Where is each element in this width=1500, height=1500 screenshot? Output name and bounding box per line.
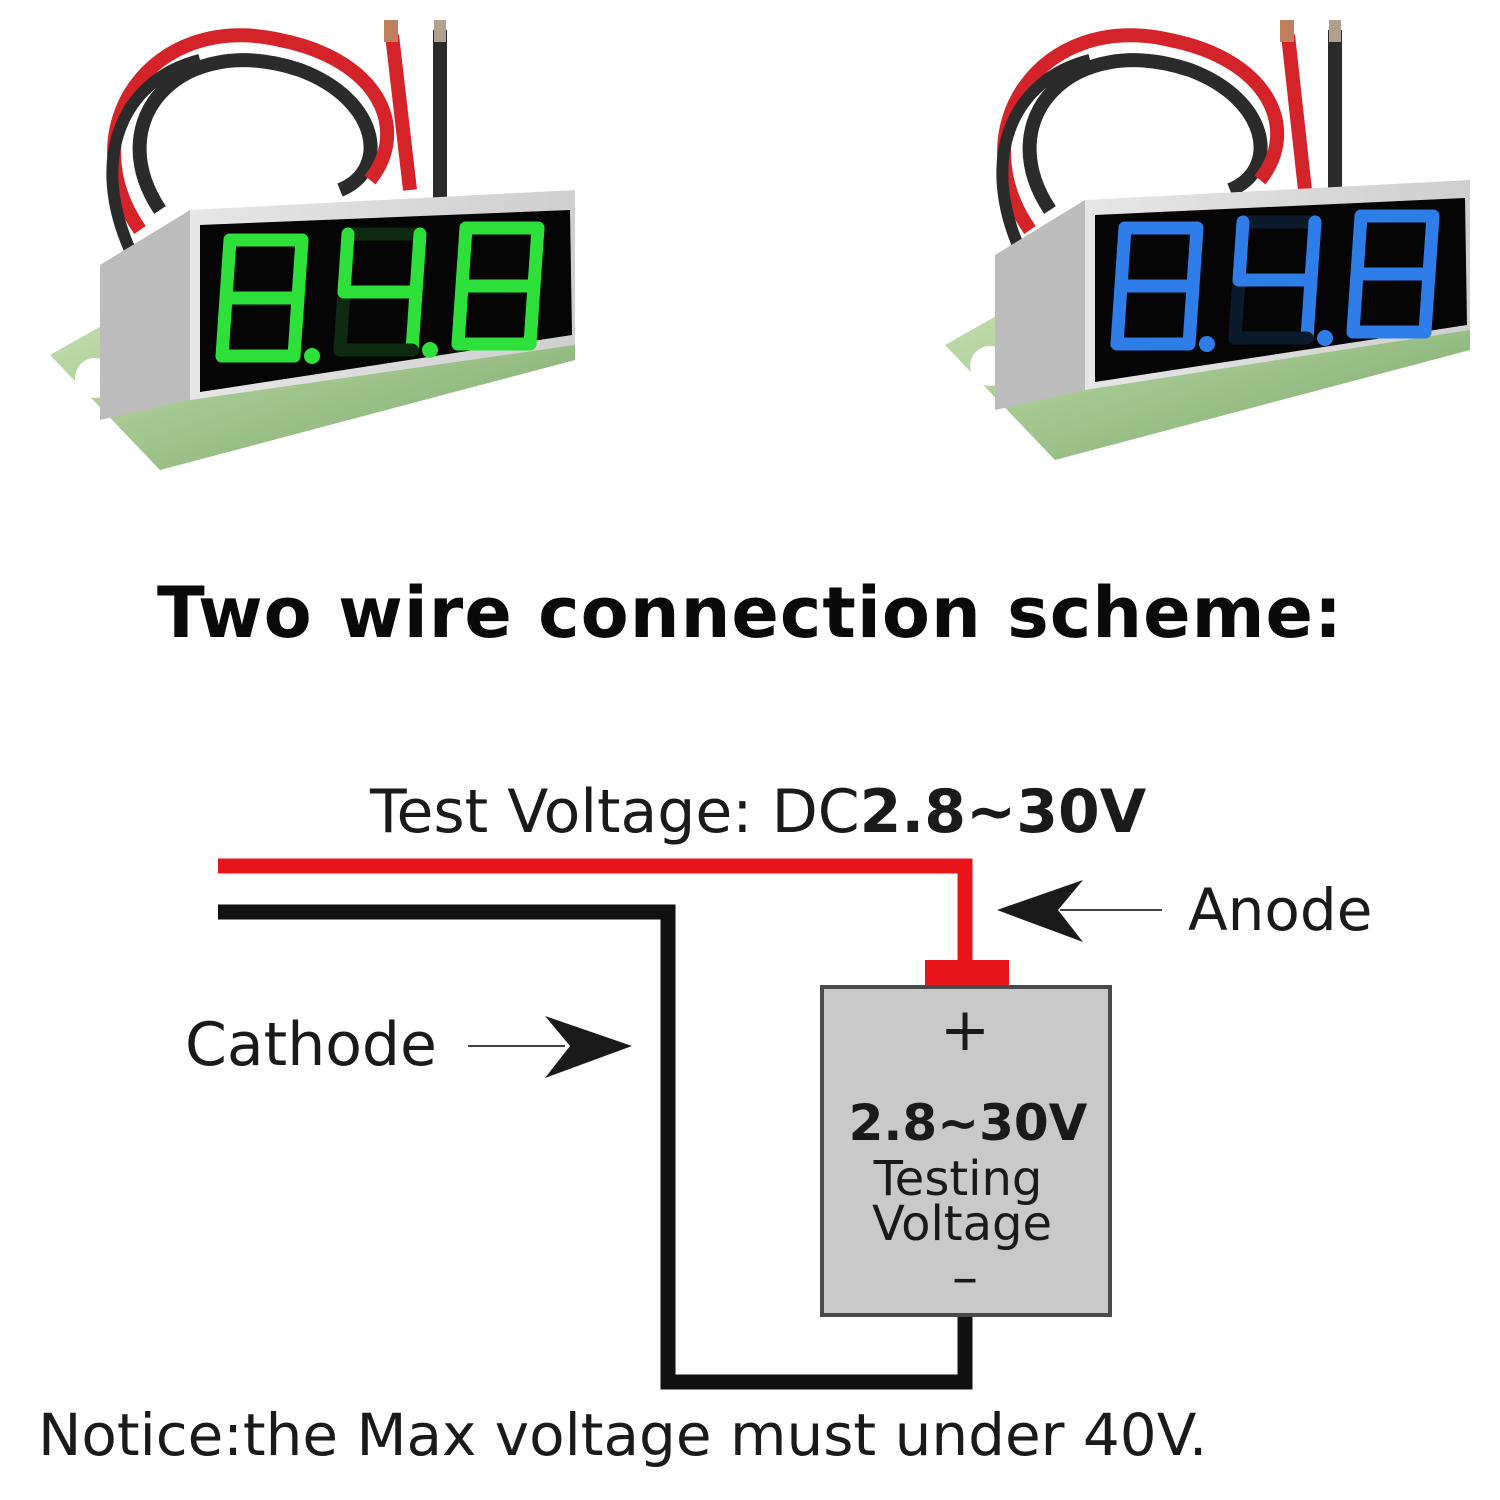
battery-body — [820, 985, 1112, 1317]
led-segment — [1228, 273, 1246, 345]
led-segment — [409, 227, 427, 299]
green-voltmeter-module — [50, 20, 575, 470]
blue-led-digits — [1110, 209, 1440, 352]
led-segment — [291, 233, 309, 305]
battery-plus-sign: + — [940, 995, 990, 1065]
led-segment — [1114, 221, 1132, 293]
led-segment — [337, 227, 355, 299]
anode-label: Anode — [1188, 876, 1372, 944]
green-led-digits — [215, 221, 545, 364]
led-segment — [215, 291, 233, 363]
led-segment — [1350, 209, 1368, 281]
led-segment — [1232, 215, 1250, 287]
wiring-diagram: Test Voltage: DC2.8~30V + 2.8~30V Testin… — [38, 777, 1372, 1469]
cathode-arrow — [468, 1016, 632, 1078]
led-decimal-point — [1317, 330, 1333, 346]
test-voltage-label: Test Voltage: DC2.8~30V — [369, 777, 1147, 847]
battery-positive-terminal — [925, 960, 1009, 988]
led-segment — [219, 233, 237, 305]
led-decimal-point — [304, 348, 320, 364]
led-segment — [1182, 279, 1200, 351]
led-decimal-point — [422, 342, 438, 358]
led-decimal-point — [1199, 336, 1215, 352]
product-photos — [50, 20, 1470, 470]
led-segment — [455, 221, 473, 293]
led-segment — [333, 285, 351, 357]
battery-voltage-range: 2.8~30V — [849, 1094, 1088, 1152]
led-segment — [1422, 209, 1440, 281]
led-segment — [527, 221, 545, 293]
positive-wire — [218, 858, 973, 962]
led-segment — [1346, 267, 1364, 339]
blue-voltmeter-module — [945, 20, 1470, 460]
cathode-label: Cathode — [185, 1010, 437, 1080]
led-segment — [1418, 267, 1436, 339]
led-segment — [1300, 273, 1318, 345]
led-segment — [1186, 221, 1204, 293]
led-segment — [523, 279, 541, 351]
battery-label-line1: Testing — [873, 1151, 1043, 1207]
negative-wire — [218, 904, 973, 1390]
anode-arrow — [997, 880, 1162, 942]
led-segment — [287, 291, 305, 363]
page-heading: Two wire connection scheme: — [156, 572, 1344, 654]
led-segment — [1110, 279, 1128, 351]
battery-label-line2: Voltage — [872, 1196, 1052, 1252]
max-voltage-notice: Notice:the Max voltage must under 40V. — [38, 1401, 1207, 1469]
led-segment — [405, 285, 423, 357]
battery-minus-sign: – — [952, 1248, 978, 1308]
led-segment — [451, 279, 469, 351]
led-segment — [1304, 215, 1322, 287]
